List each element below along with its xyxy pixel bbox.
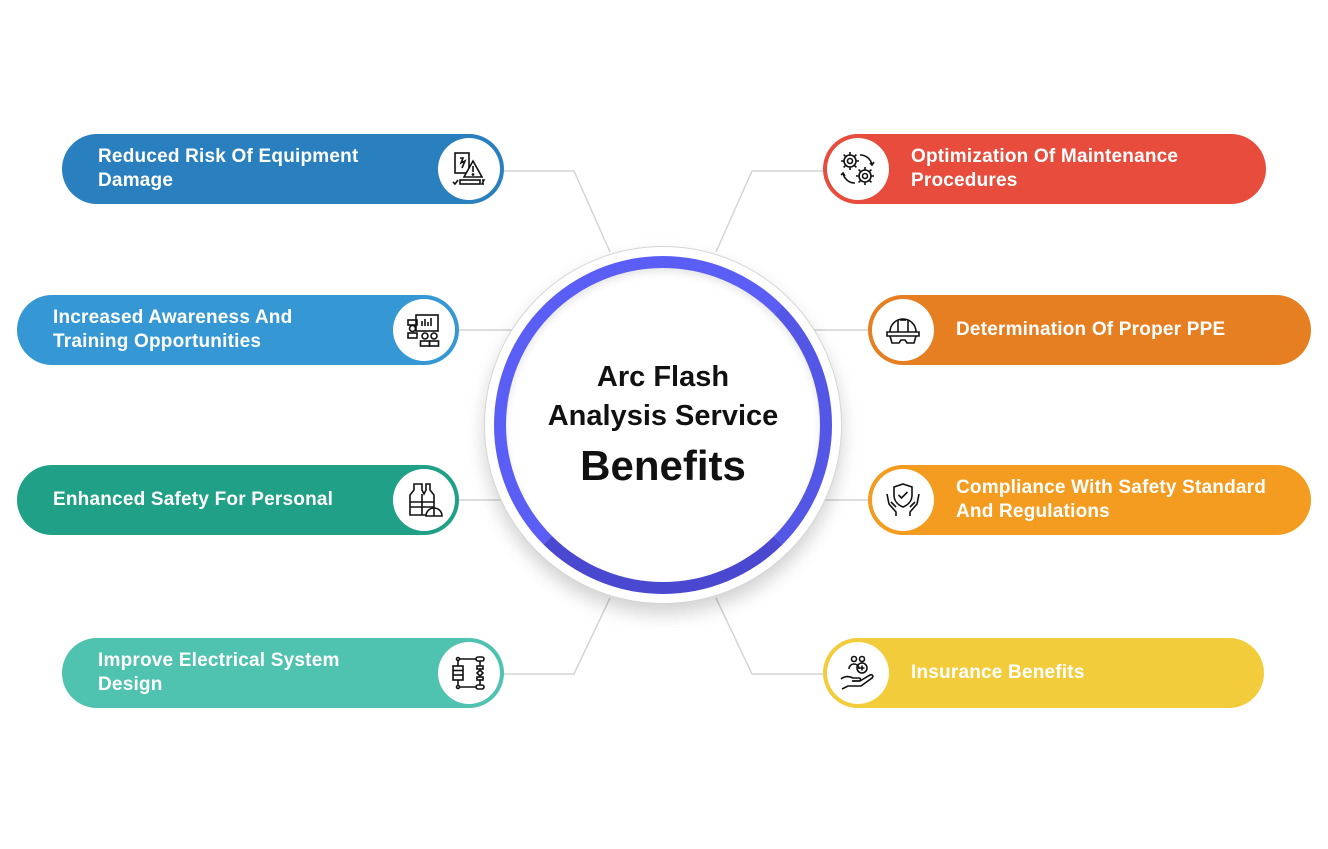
benefit-label: Optimization Of Maintenance Procedures xyxy=(911,146,1179,191)
benefit-safety-compliance: Compliance With Safety Standard And Regu… xyxy=(868,465,1311,535)
hub-title-line3: Benefits xyxy=(580,442,746,489)
connector-8 xyxy=(715,597,826,675)
shield-hands-icon xyxy=(872,469,934,531)
benefit-label: Improve Electrical System Design xyxy=(98,650,340,695)
hand-people-plus-icon xyxy=(827,642,889,704)
connector-4 xyxy=(500,597,611,675)
hub-title-line2: Analysis Service xyxy=(547,400,779,432)
equipment-damage-warning-icon xyxy=(438,138,500,200)
system-flowchart-icon xyxy=(438,642,500,704)
benefit-label: Determination Of Proper PPE xyxy=(956,319,1226,340)
benefit-maintenance-optimization: Optimization Of Maintenance Procedures xyxy=(823,134,1266,204)
benefit-label: Insurance Benefits xyxy=(911,662,1085,683)
benefit-label: Enhanced Safety For Personal xyxy=(53,489,334,510)
benefit-awareness-training: Increased Awareness And Training Opportu… xyxy=(17,295,459,365)
benefit-label: Compliance With Safety Standard And Regu… xyxy=(956,477,1267,522)
gears-cycle-icon xyxy=(827,138,889,200)
benefit-proper-ppe: Determination Of Proper PPE xyxy=(868,295,1311,365)
connector-1 xyxy=(500,170,611,253)
hub-title-line1: Arc Flash xyxy=(596,361,730,393)
benefit-equipment-damage: Reduced Risk Of Equipment Damage xyxy=(62,134,504,204)
hard-hat-goggles-icon xyxy=(872,299,934,361)
safety-vest-helmet-icon xyxy=(393,469,455,531)
benefit-insurance: Insurance Benefits xyxy=(823,638,1264,708)
connector-5 xyxy=(715,170,826,253)
training-presentation-icon xyxy=(393,299,455,361)
hub-title: Arc Flash Analysis Service Benefits xyxy=(494,256,832,594)
benefit-label: Increased Awareness And Training Opportu… xyxy=(53,307,293,352)
benefit-label: Reduced Risk Of Equipment Damage xyxy=(98,146,359,191)
benefit-electrical-design: Improve Electrical System Design xyxy=(62,638,504,708)
benefit-personal-safety: Enhanced Safety For Personal xyxy=(17,465,459,535)
